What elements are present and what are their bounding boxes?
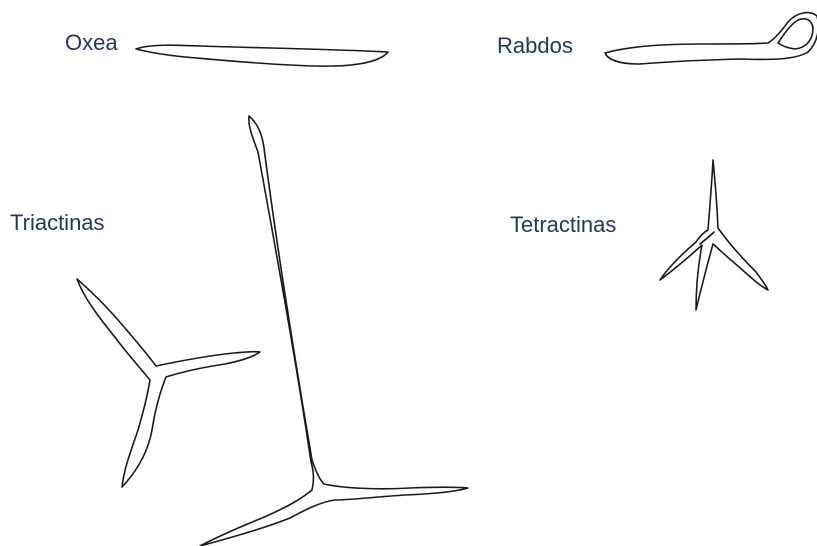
oxea-spicule	[136, 45, 388, 66]
tetractine-spicule	[660, 160, 768, 310]
triactine-small-spicule	[77, 279, 260, 487]
rabdos-spicule	[605, 13, 817, 64]
triactine-large-spicule	[200, 116, 468, 546]
